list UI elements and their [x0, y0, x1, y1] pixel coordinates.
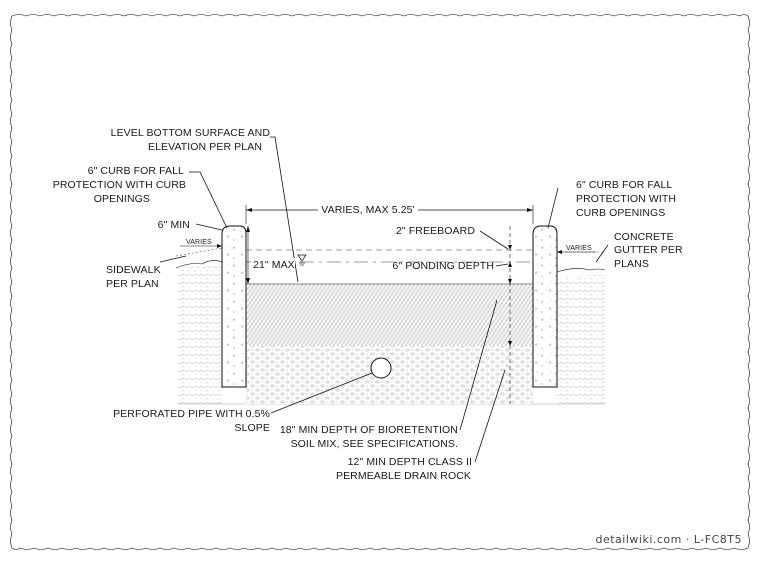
label-varies-max: VARIES, MAX 5.25' — [321, 204, 414, 216]
native-ground — [175, 260, 606, 405]
label-sidewalk-1: SIDEWALK — [106, 264, 161, 276]
annotation-labels: LEVEL BOTTOM SURFACE AND ELEVATION PER P… — [53, 127, 683, 482]
label-level-bottom-1: LEVEL BOTTOM SURFACE AND — [111, 127, 271, 139]
label-pipe-2: SLOPE — [234, 422, 270, 434]
varies-dim-left — [180, 244, 222, 248]
label-soil-1: 18" MIN DEPTH OF BIORETENTION — [280, 424, 458, 436]
label-curb-right-2: PROTECTION WITH — [576, 193, 676, 205]
label-pipe-1: PERFORATED PIPE WITH 0.5% — [113, 408, 270, 420]
perforated-pipe — [370, 357, 392, 379]
label-sidewalk-2: PER PLAN — [106, 278, 159, 290]
watermark: detailwiki.com · L-FC8T5 — [595, 533, 742, 546]
scalloped-border — [10, 14, 750, 550]
label-curb-left-1: 6" CURB FOR FALL — [88, 165, 184, 177]
label-gutter-2: GUTTER PER — [614, 244, 683, 256]
leader-lines — [159, 136, 609, 463]
ponding-dimension — [508, 226, 512, 404]
label-curb-right-1: 6" CURB FOR FALL — [576, 179, 672, 191]
width-dimension — [245, 202, 534, 224]
curb-right — [532, 225, 558, 388]
label-rock-2: PERMEABLE DRAIN ROCK — [336, 470, 471, 482]
label-gutter-3: PLANS — [614, 258, 649, 270]
label-varies-right: VARIES — [566, 245, 592, 252]
label-curb-left-2: PROTECTION WITH CURB — [53, 179, 186, 191]
label-varies-left: VARIES — [186, 239, 212, 246]
label-level-bottom-2: ELEVATION PER PLAN — [148, 141, 262, 153]
label-ponding: 6" PONDING DEPTH — [392, 260, 494, 272]
label-curb-left-3: OPENINGS — [94, 193, 150, 205]
label-freeboard: 2" FREEBOARD — [396, 225, 475, 237]
label-curb-right-3: CURB OPENINGS — [576, 207, 665, 219]
label-soil-2: SOIL MIX, SEE SPECIFICATIONS. — [291, 438, 458, 450]
label-rock-1: 12" MIN DEPTH CLASS II — [348, 456, 472, 468]
label-six-min: 6" MIN — [158, 219, 190, 231]
curb-left — [221, 225, 247, 388]
varies-dim-right — [557, 250, 596, 254]
bioretention-soil-layer — [246, 284, 533, 346]
depth-dimension-21 — [246, 226, 250, 284]
label-21-max: 21" MAX — [253, 259, 295, 271]
label-gutter-1: CONCRETE — [614, 231, 674, 243]
drain-rock-layer — [246, 346, 533, 404]
